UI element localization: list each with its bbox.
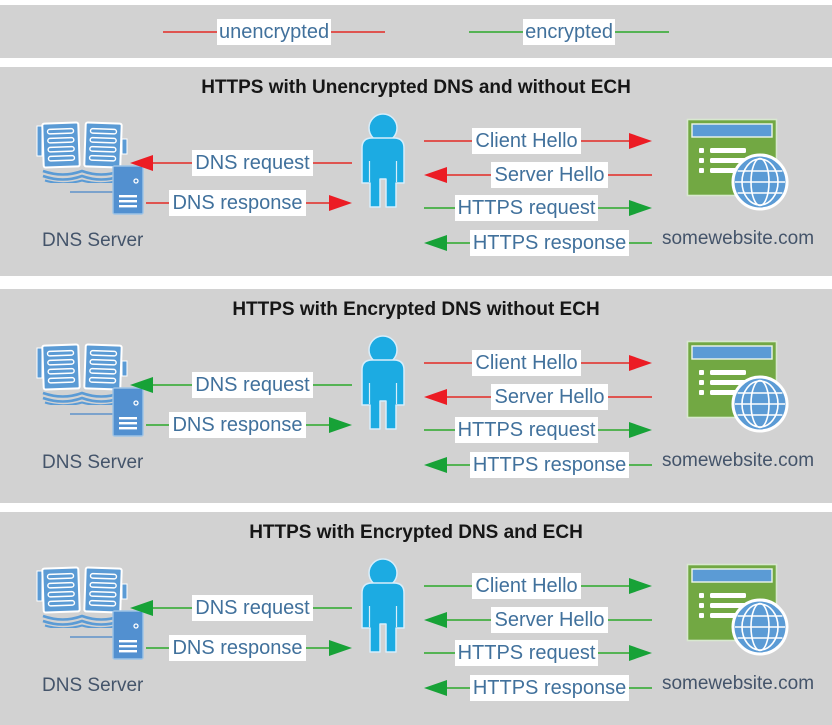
arrow-label: DNS response: [169, 190, 306, 216]
legend-label-encrypted: encrypted: [523, 18, 615, 45]
website-icon: [686, 340, 790, 434]
dns-server-label: DNS Server: [42, 675, 144, 696]
arrow-label: DNS response: [169, 412, 306, 438]
arrow-label: DNS request: [192, 372, 313, 398]
panel-title: HTTPS with Unencrypted DNS and without E…: [201, 77, 631, 98]
website-icon: [686, 118, 790, 212]
arrow-https-response: HTTPS response: [424, 675, 653, 701]
book-server-connector: [70, 636, 114, 638]
arrow-https-request: HTTPS request: [424, 640, 653, 666]
unencrypted-line-icon: [163, 30, 218, 33]
arrowhead-right-icon: [629, 422, 653, 438]
arrow-dns-request: DNS request: [130, 595, 352, 621]
arrowhead-right-icon: [629, 355, 653, 371]
arrow-dns-response: DNS response: [146, 412, 352, 438]
arrowhead-left-icon: [130, 155, 153, 171]
arrowhead-left-icon: [424, 680, 447, 696]
dns-server-label: DNS Server: [42, 452, 144, 473]
legend-bar: unencrypted encrypted: [0, 5, 832, 58]
website-label: somewebsite.com: [661, 673, 815, 694]
arrow-label: HTTPS response: [469, 230, 630, 256]
arrow-label: Server Hello: [491, 384, 608, 410]
panel-encrypted-dns-with-ech: HTTPS with Encrypted DNS and ECH DNS Ser…: [0, 512, 832, 725]
arrowhead-left-icon: [424, 167, 447, 183]
arrowhead-right-icon: [329, 640, 352, 656]
arrow-label: HTTPS response: [469, 675, 630, 701]
arrowhead-left-icon: [424, 389, 447, 405]
person-icon: [352, 335, 414, 447]
book-server-connector: [70, 191, 114, 193]
arrow-label: Client Hello: [472, 128, 581, 154]
arrowhead-right-icon: [329, 417, 352, 433]
person-icon: [352, 113, 414, 225]
arrowhead-left-icon: [424, 235, 447, 251]
unencrypted-line-icon: [331, 30, 386, 33]
arrowhead-right-icon: [629, 133, 653, 149]
arrow-dns-response: DNS response: [146, 190, 352, 216]
arrowhead-left-icon: [130, 600, 153, 616]
arrow-client-hello: Client Hello: [424, 350, 653, 376]
arrowhead-left-icon: [130, 377, 153, 393]
website-label: somewebsite.com: [661, 450, 815, 471]
arrow-https-response: HTTPS response: [424, 452, 653, 478]
arrowhead-right-icon: [629, 645, 653, 661]
arrowhead-right-icon: [629, 200, 653, 216]
arrow-label: Client Hello: [472, 350, 581, 376]
dns-server-label: DNS Server: [42, 230, 144, 251]
arrow-client-hello: Client Hello: [424, 573, 653, 599]
website-label: somewebsite.com: [661, 228, 815, 249]
arrow-label: HTTPS request: [454, 640, 599, 666]
arrow-server-hello: Server Hello: [424, 607, 653, 633]
encrypted-line-icon: [614, 30, 669, 33]
panel-title: HTTPS with Encrypted DNS and ECH: [249, 522, 583, 543]
person-icon: [352, 558, 414, 670]
arrow-label: HTTPS response: [469, 452, 630, 478]
arrow-label: DNS request: [192, 150, 313, 176]
arrow-label: DNS request: [192, 595, 313, 621]
arrowhead-right-icon: [329, 195, 352, 211]
arrow-label: Server Hello: [491, 607, 608, 633]
arrow-https-request: HTTPS request: [424, 195, 653, 221]
legend-item-encrypted: encrypted: [469, 18, 669, 45]
arrowhead-right-icon: [629, 578, 653, 594]
arrow-server-hello: Server Hello: [424, 384, 653, 410]
website-icon: [686, 563, 790, 657]
arrowhead-left-icon: [424, 457, 447, 473]
panel-title: HTTPS with Encrypted DNS without ECH: [232, 299, 600, 320]
arrow-https-response: HTTPS response: [424, 230, 653, 256]
panel-encrypted-dns-no-ech: HTTPS with Encrypted DNS without ECH DNS…: [0, 289, 832, 503]
panel-unencrypted-dns-no-ech: HTTPS with Unencrypted DNS and without E…: [0, 67, 832, 276]
arrow-label: Server Hello: [491, 162, 608, 188]
arrow-label: HTTPS request: [454, 417, 599, 443]
arrow-https-request: HTTPS request: [424, 417, 653, 443]
arrow-label: HTTPS request: [454, 195, 599, 221]
book-server-connector: [70, 413, 114, 415]
legend-label-unencrypted: unencrypted: [217, 18, 332, 45]
arrow-label: Client Hello: [472, 573, 581, 599]
arrow-client-hello: Client Hello: [424, 128, 653, 154]
encrypted-line-icon: [469, 30, 524, 33]
arrow-server-hello: Server Hello: [424, 162, 653, 188]
legend-item-unencrypted: unencrypted: [163, 18, 386, 45]
arrow-dns-request: DNS request: [130, 150, 352, 176]
arrow-dns-response: DNS response: [146, 635, 352, 661]
arrow-dns-request: DNS request: [130, 372, 352, 398]
arrow-label: DNS response: [169, 635, 306, 661]
arrowhead-left-icon: [424, 612, 447, 628]
